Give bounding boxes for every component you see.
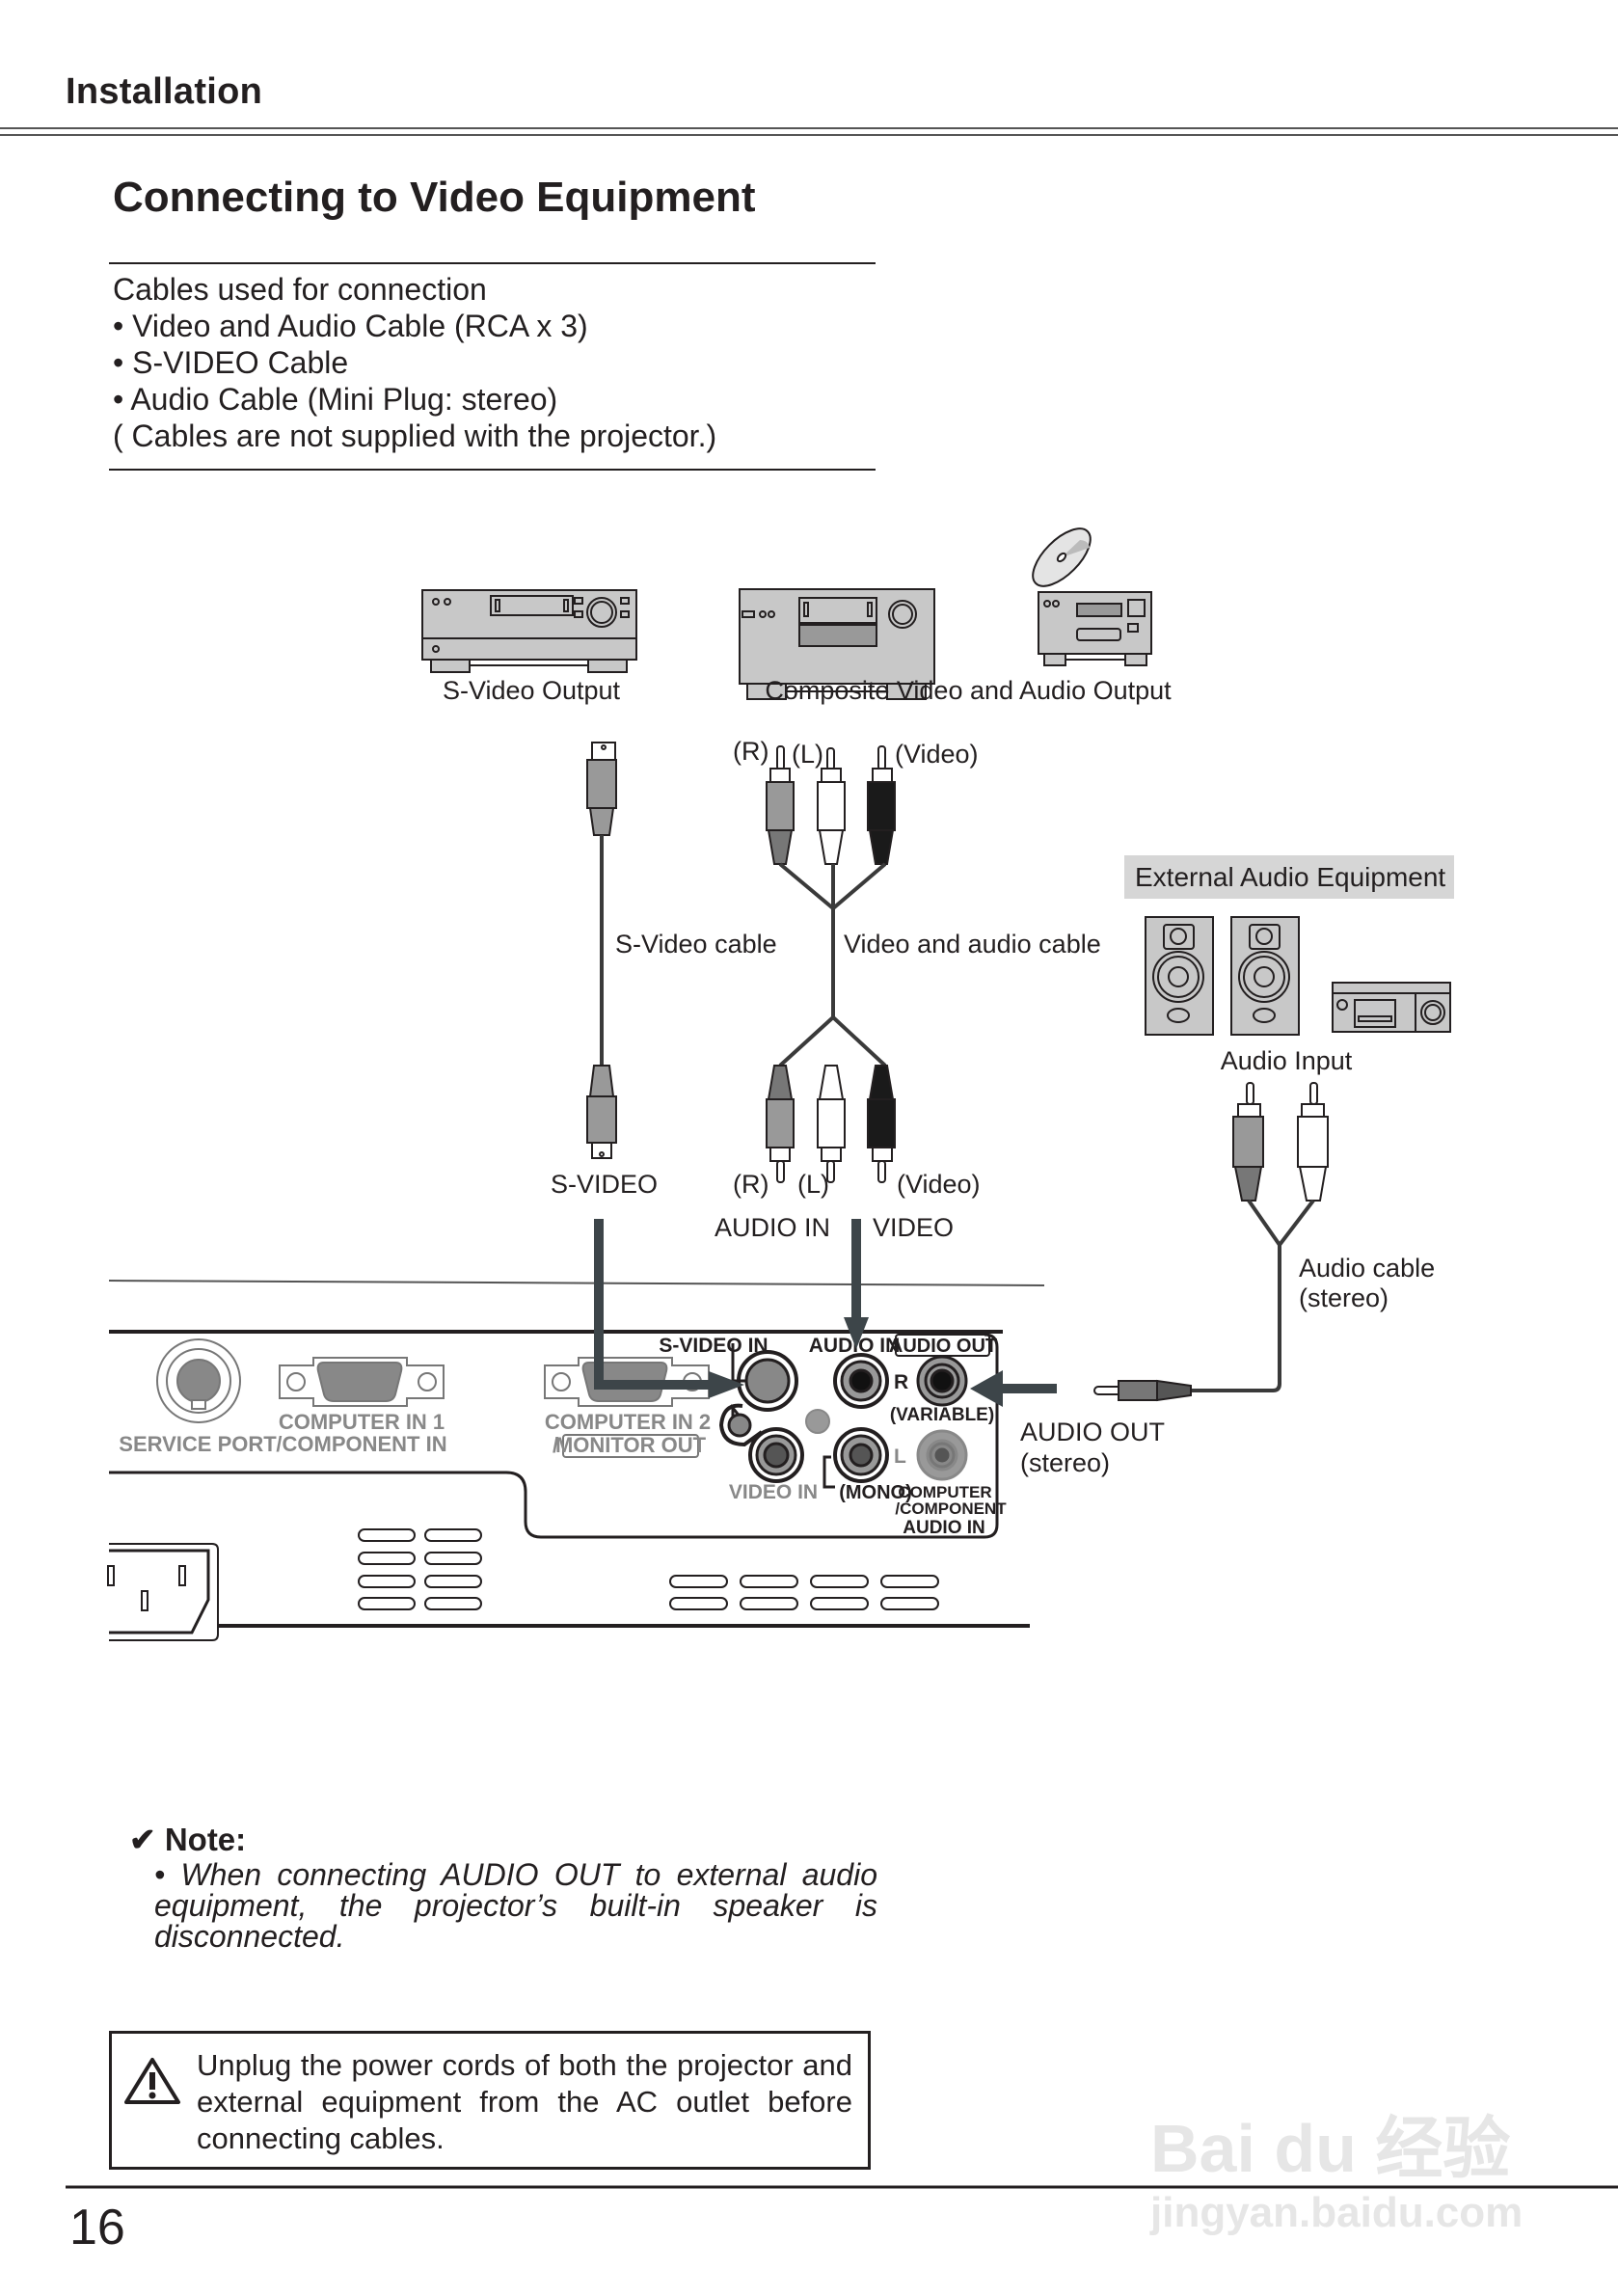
audio-in-l-jack-icon [822,1427,889,1489]
cable-item: • Audio Cable (Mini Plug: stereo) [113,382,558,417]
video-player-device-icon [739,588,935,700]
svideo-cable-label: S-Video cable [615,930,777,959]
service-port-label: SERVICE PORT [119,1432,277,1456]
external-audio-title-bg [1124,855,1454,899]
speaker-left-icon [1145,916,1214,1036]
vcr-device-icon [421,589,637,673]
panel-l-label: L [894,1445,906,1468]
panel-variable-label: (VARIABLE) [890,1405,994,1425]
audio-out-jack-icon [916,1355,968,1407]
audio-in-r-jack-icon [833,1353,889,1409]
video-audio-cable-line [778,862,887,1067]
note-text: • When connecting AUDIO OUT to external … [154,1857,877,1954]
computer-in-1-label-line2: /COMPONENT IN [276,1432,446,1456]
rca-plugs-bottom-icon [766,1065,896,1183]
svideo-plug-bottom-icon [586,1065,617,1159]
computer-in-1-port-icon [279,1357,445,1407]
jack-label-svideo: S-VIDEO [551,1170,658,1199]
panel-svideo-in-label: S-VIDEO IN [659,1335,768,1357]
video-audio-cable-label: Video and audio cable [844,930,1101,959]
note-heading: ✔ Note: [129,1821,246,1858]
computer-in-1-label-line1: COMPUTER IN 1 [279,1410,445,1434]
amplifier-icon [1332,982,1451,1033]
panel-audio-in-label: AUDIO IN [809,1335,901,1357]
checkmark-icon: ✔ [129,1822,156,1857]
warning-triangle-icon [124,2058,180,2104]
cable-item: • S-VIDEO Cable [113,345,349,380]
cable-item: • Video and Audio Cable (RCA x 3) [113,309,588,343]
note-heading-text: Note: [164,1822,247,1857]
plug-label-video-bottom: (Video) [897,1170,981,1199]
cables-bottom-rule [109,469,876,471]
disc-player-device-icon [1032,527,1152,666]
panel-comp-audio-line2: /COMPONENT [895,1499,1007,1518]
cables-heading: Cables used for connection [113,272,487,307]
audio-cable-label-line1: Audio cable [1299,1254,1435,1283]
plug-label-r-bottom: (R) [733,1170,769,1199]
power-inlet-icon [107,1543,219,1641]
monitor-out-label: MONITOR OUT [555,1433,707,1457]
computer-audio-in-jack-icon [916,1429,968,1481]
audio-cable-rca-plugs-icon [1232,1082,1329,1202]
plug-label-r-top: (R) [733,737,769,766]
section-header: Installation [66,71,263,112]
audio-cable-label-line2: (stereo) [1299,1283,1389,1312]
svideo-plug-top-icon [586,742,617,836]
rca-plugs-top-icon [766,745,896,865]
screw-icon [805,1409,830,1434]
external-audio-title: External Audio Equipment [1135,862,1445,892]
panel-video-in-label: VIDEO IN [729,1481,818,1503]
watermark-logo: Bai du 经验 [1150,2111,1511,2186]
panel-r-label: R [894,1371,908,1393]
page-number: 16 [69,2200,125,2255]
warning-text: Unplug the power cords of both the proje… [197,2048,852,2155]
video-in-jack-icon [748,1427,804,1483]
svideo-output-label: S-Video Output [443,676,621,705]
panel-mono-label: (MONO) [839,1482,912,1503]
watermark-url: jingyan.baidu.com [1150,2189,1524,2236]
warning-box: Unplug the power cords of both the proje… [109,2031,871,2170]
cables-list: Cables used for connection • Video and A… [113,271,716,454]
page-title: Connecting to Video Equipment [113,174,756,221]
panel-audio-out-label: AUDIO OUT [889,1336,997,1357]
plug-label-l-bottom: (L) [797,1170,829,1199]
audio-input-label: Audio Input [1221,1046,1353,1075]
vent-slots [358,1528,939,1610]
jack-label-audio-in: AUDIO IN [715,1213,830,1242]
connection-arrows [594,1219,1057,1407]
panel-comp-audio-line1: COMPUTER [898,1483,991,1501]
speaker-right-icon [1230,916,1300,1036]
composite-output-label: Composite Video and Audio Output [765,676,1172,705]
header-rule-top [0,127,1618,129]
plug-label-video-top: (Video) [895,740,979,769]
header-rule-bottom [0,134,1618,136]
jack-label-video: VIDEO [873,1213,954,1242]
plug-label-l-top: (L) [792,740,823,769]
computer-in-2-label-prefix: / [553,1433,558,1457]
audio-out-label-line1: AUDIO OUT [1020,1418,1165,1446]
audio-out-label-line2: (stereo) [1020,1448,1110,1477]
cables-top-rule [109,262,876,264]
cables-footnote: ( Cables are not supplied with the proje… [113,419,717,453]
service-port-icon [156,1338,241,1423]
computer-in-2-label-line1: COMPUTER IN 2 [545,1410,711,1434]
audio-cable-line [1191,1199,1315,1392]
monitor-out-box [562,1434,699,1458]
panel-comp-audio-line3: AUDIO IN [903,1518,985,1538]
mini-plug-icon [1092,1379,1192,1402]
